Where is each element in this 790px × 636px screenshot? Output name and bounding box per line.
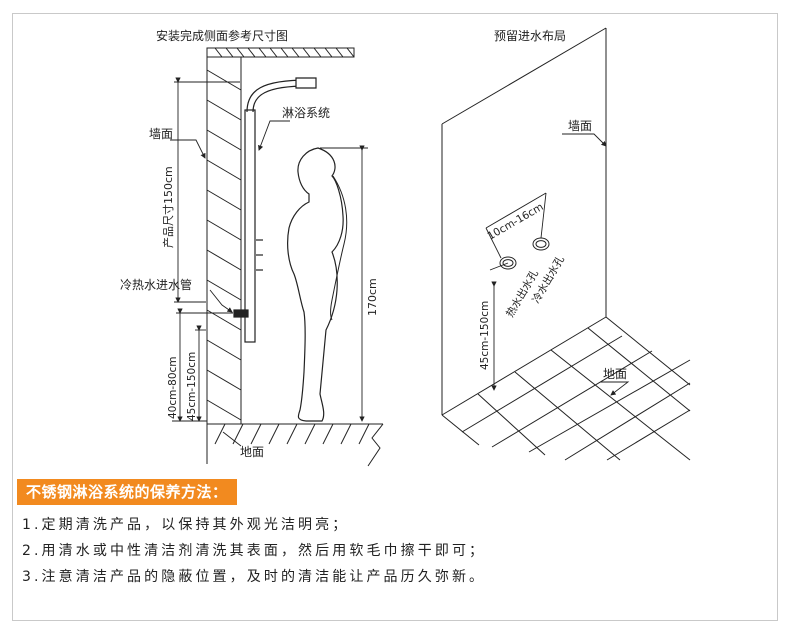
label-floor-right: 地面 [603, 367, 627, 381]
label-wall-right: 墙面 [568, 119, 592, 133]
label-inlet-height: 40cm-80cm [167, 356, 179, 419]
content-frame [12, 13, 778, 621]
shower-panel [233, 77, 317, 343]
care-item-2: 2.用清水或中性清洁剂清洗其表面，然后用软毛巾擦干即可； [22, 543, 487, 559]
water-outlets [499, 237, 550, 270]
label-floor-left: 地面 [240, 445, 264, 459]
left-panel-title: 安装完成侧面参考尺寸图 [156, 28, 288, 43]
person-figure [287, 147, 344, 422]
installation-diagram: 安装完成侧面参考尺寸图 [120, 27, 691, 467]
floor-grid [441, 316, 691, 461]
ceiling-slab [206, 47, 355, 58]
label-wall-left: 墙面 [149, 127, 173, 141]
label-height-right: 45cm-150cm [479, 301, 491, 370]
floor-section [207, 423, 384, 467]
label-person-height: 170cm [366, 278, 379, 316]
care-item-1: 1.定期清洗产品，以保持其外观光洁明亮； [22, 517, 350, 533]
wall-plane [441, 27, 607, 416]
leader-lines-left [170, 120, 290, 447]
dimension-lines-right [485, 133, 630, 396]
label-shower-system: 淋浴系统 [282, 106, 330, 120]
right-panel-title: 预留进水布局 [494, 29, 566, 43]
label-inlet-pipe: 冷热水进水管 [120, 277, 192, 292]
dimension-lines-left [172, 77, 368, 422]
person-arm [330, 175, 348, 321]
care-item-3: 3.注意清洁产品的隐蔽位置，及时的清洁能让产品历久弥新。 [22, 569, 487, 585]
label-product-size: 产品尺寸150cm [161, 166, 175, 248]
label-spacing: 10cm-16cm [486, 201, 546, 243]
care-title: 不锈钢淋浴系统的保养方法： [17, 479, 237, 505]
label-bottom-outlet-height: 45cm-150cm [186, 352, 198, 421]
wall-section [206, 48, 242, 464]
